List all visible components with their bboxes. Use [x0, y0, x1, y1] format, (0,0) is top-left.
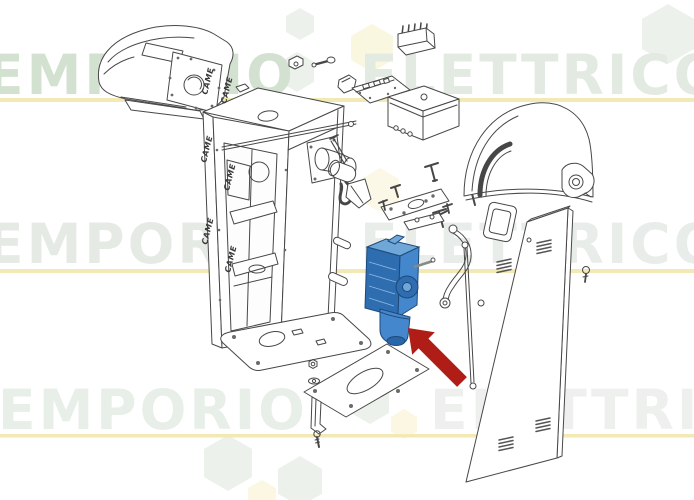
hexagon-watermark — [248, 480, 276, 500]
gearmotor-shaft-pin — [413, 259, 434, 269]
part-transformer — [397, 22, 436, 56]
part-hinge-plate — [403, 210, 448, 231]
hexagon-watermark — [286, 8, 314, 40]
part-control-box — [387, 85, 460, 141]
watermark-layer: EMPORIO ELETTRICO EMPORIO ELETTRICO EMPO… — [0, 4, 694, 500]
part-small-bracket — [337, 74, 357, 94]
part-rollers — [328, 236, 352, 286]
watermark-underline — [0, 269, 694, 273]
hexagon-watermark — [642, 4, 694, 64]
pointer-arrow — [408, 328, 467, 387]
part-boom-head-assembly — [97, 25, 250, 120]
part-head-dome-cover — [463, 102, 594, 203]
part-cabinet-pillar: CAME CAME CAME CAME CAME CAME — [199, 67, 372, 371]
part-lock-cylinder — [288, 55, 304, 70]
part-small-clip — [235, 83, 250, 93]
part-fixing-hardware — [308, 359, 320, 385]
vent-slots — [496, 239, 552, 452]
highlighted-part-gearmotor — [364, 234, 436, 346]
part-anchor-screw — [313, 430, 321, 448]
part-door-screw — [582, 266, 590, 283]
hexagon-watermark — [351, 24, 393, 72]
gearmotor-ribs — [368, 261, 397, 307]
diagram-layer: CAME CAME CAME CAME CAME CAME — [97, 22, 595, 483]
part-spring-anchor-wedge — [345, 178, 372, 209]
part-balance-bracket — [378, 188, 453, 221]
part-release-key — [311, 56, 336, 68]
watermark-underline — [0, 434, 694, 438]
part-spring-barrel — [328, 159, 357, 183]
part-circuit-board — [351, 75, 411, 104]
part-window-bezel — [482, 201, 518, 243]
part-tie-rod — [461, 241, 477, 390]
hexagon-watermark — [204, 435, 252, 491]
part-curved-arm — [439, 224, 472, 309]
part-cabinet-door — [465, 205, 574, 483]
hexagon-watermark — [391, 409, 417, 439]
watermark-underline — [0, 98, 694, 102]
hexagon-watermark — [278, 456, 322, 500]
part-anchor-plate — [303, 343, 430, 435]
watermark-word: EMPORIO — [0, 378, 308, 442]
part-flasher-lamp — [561, 162, 595, 198]
part-t-bolts — [390, 162, 479, 228]
part-spring-rods — [329, 134, 348, 164]
hexagon-watermark — [361, 168, 399, 212]
